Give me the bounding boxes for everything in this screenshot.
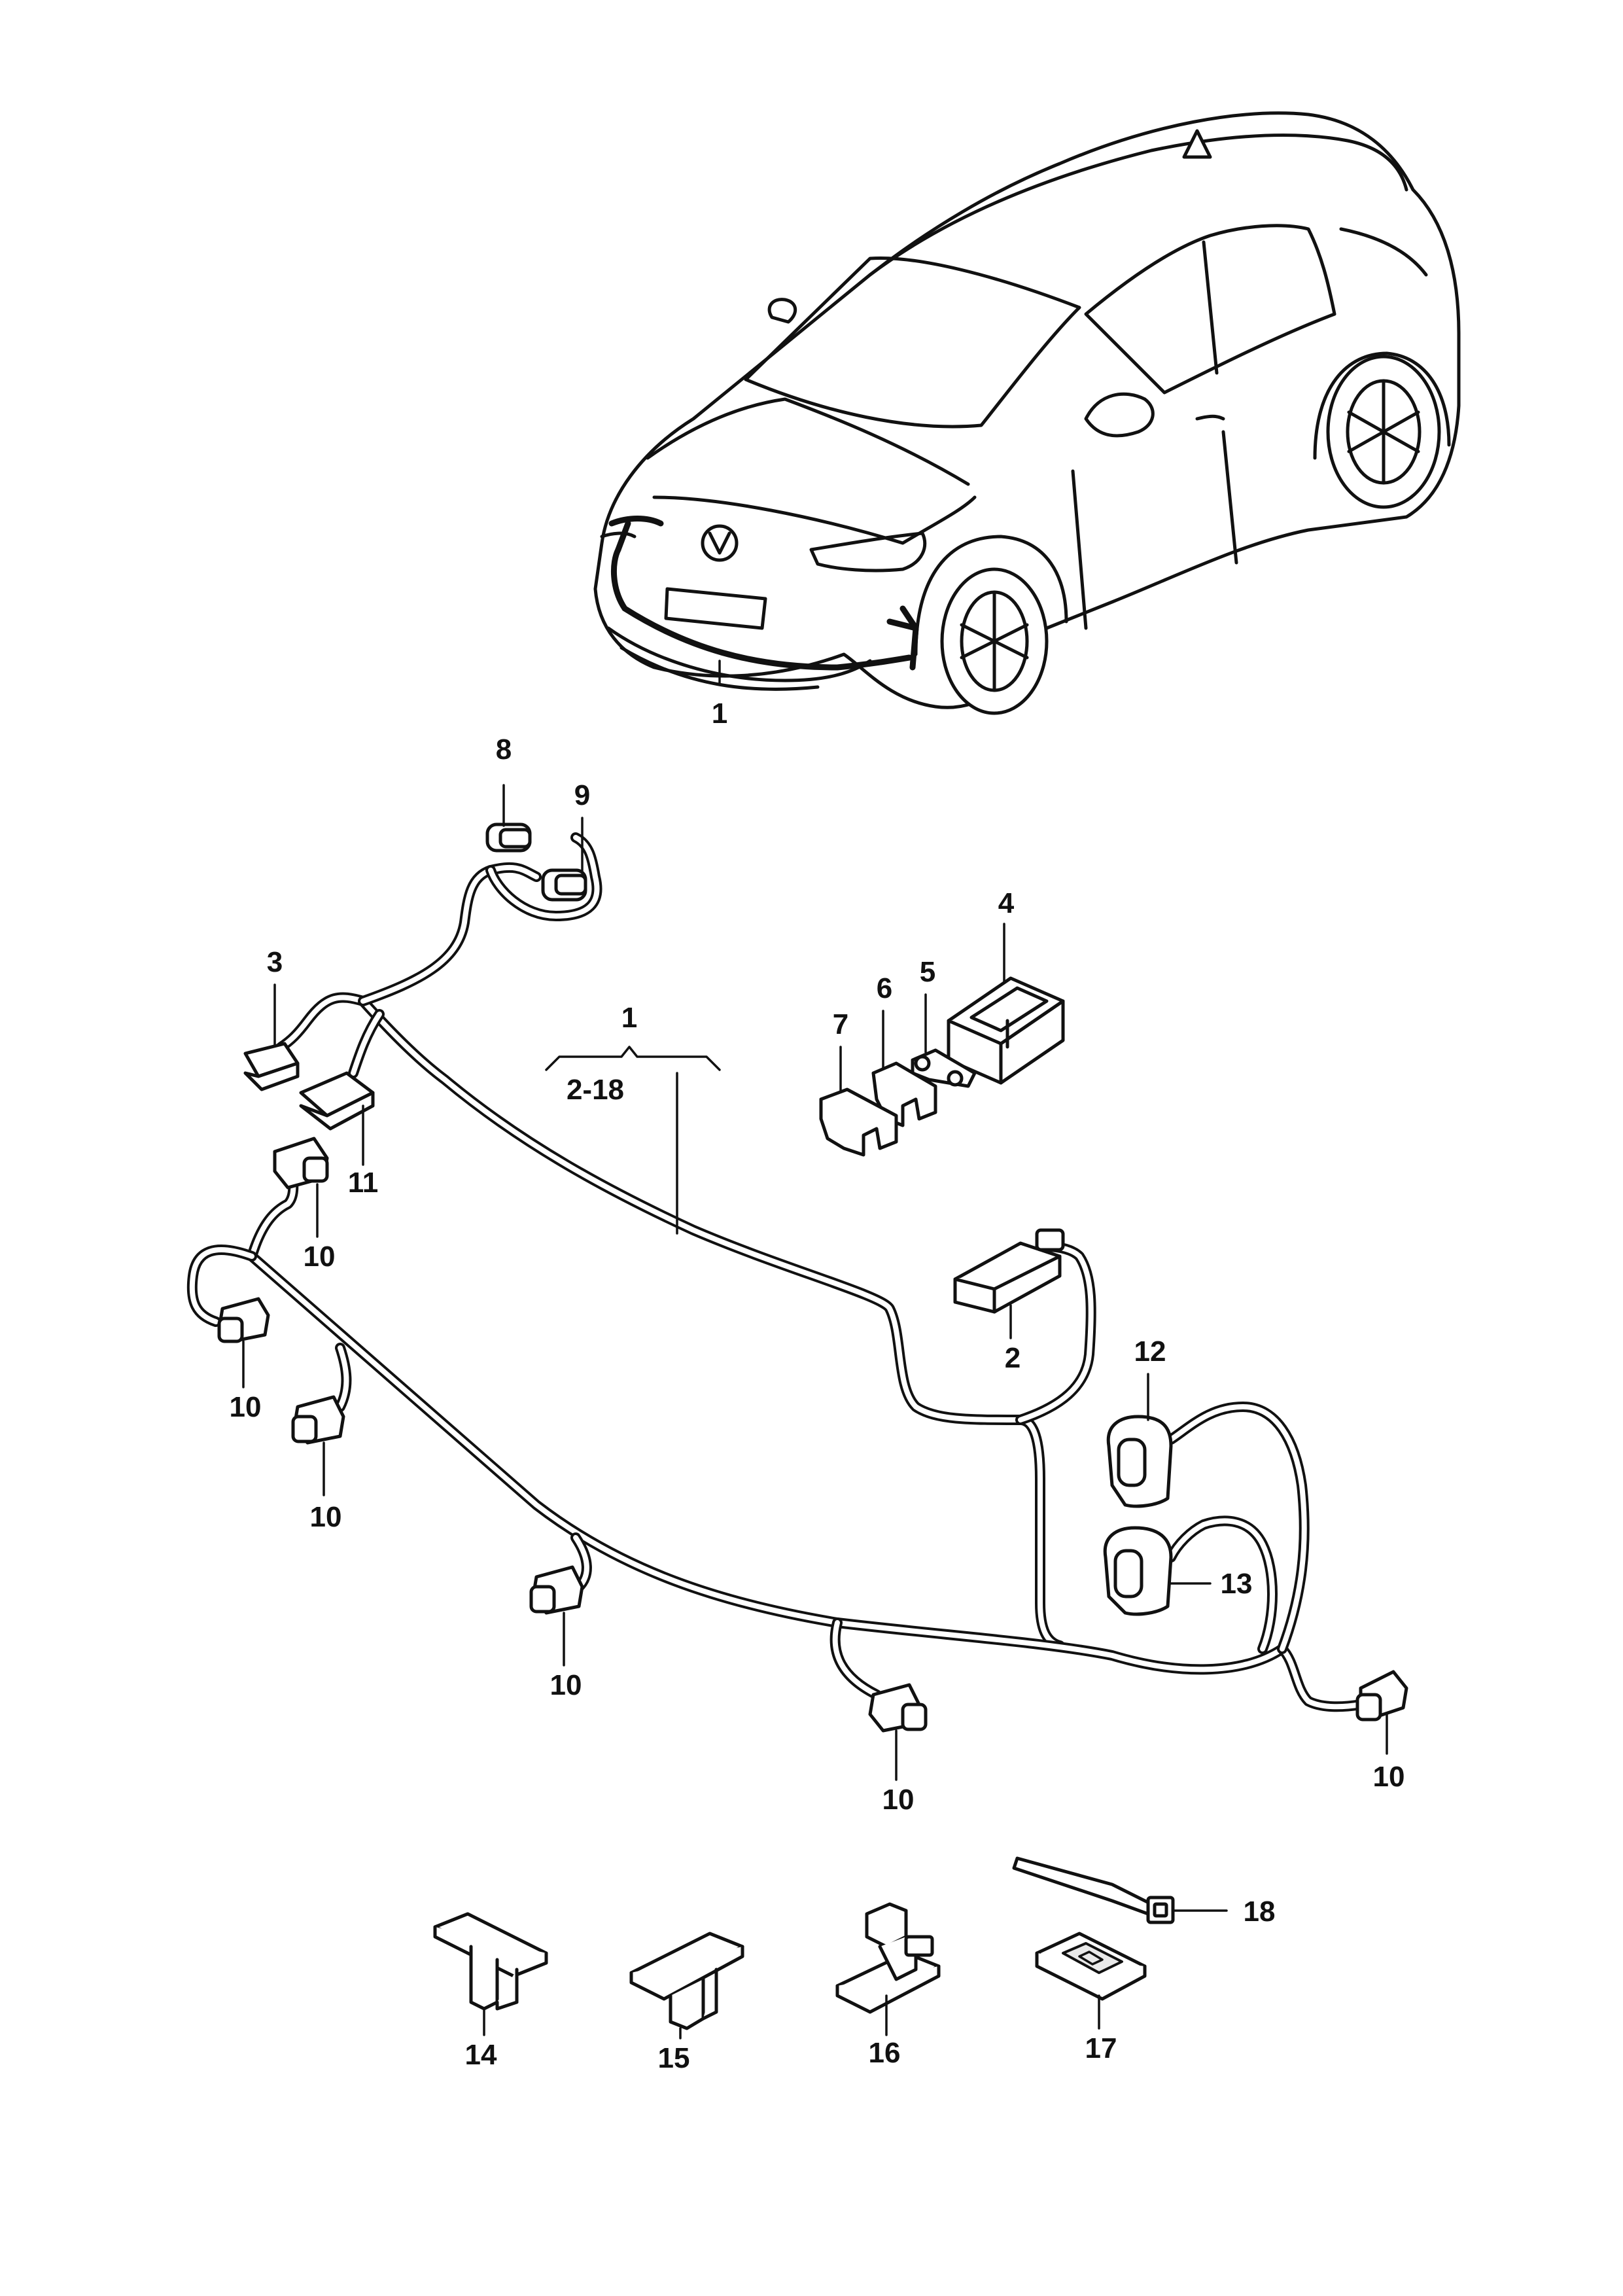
sensor-10-d bbox=[529, 1565, 584, 1615]
sensor-10-a bbox=[273, 1137, 329, 1190]
connector-8 bbox=[485, 822, 532, 853]
clip-16 bbox=[835, 1902, 941, 2014]
holder-15 bbox=[629, 1932, 744, 2030]
sensor-10-b bbox=[217, 1297, 270, 1343]
connector-13 bbox=[1103, 1526, 1173, 1616]
callout-10-f: 10 bbox=[1373, 1761, 1405, 1793]
cable-tie-18 bbox=[1012, 1856, 1175, 1924]
retainer-7 bbox=[819, 1087, 898, 1157]
holder-14 bbox=[433, 1912, 548, 2011]
callout-15: 15 bbox=[658, 2042, 690, 2074]
sensor-10-f bbox=[1355, 1670, 1408, 1722]
callout-14: 14 bbox=[465, 2039, 497, 2071]
callout-10-b: 10 bbox=[230, 1391, 262, 1423]
callout-2: 2 bbox=[1005, 1342, 1021, 1374]
callout-11: 11 bbox=[348, 1167, 379, 1199]
callout-1-vehicle: 1 bbox=[712, 698, 727, 730]
callout-5: 5 bbox=[920, 956, 935, 988]
connector-11 bbox=[299, 1071, 375, 1131]
callout-8: 8 bbox=[496, 733, 512, 766]
callout-7: 7 bbox=[833, 1008, 848, 1040]
callout-6: 6 bbox=[877, 972, 892, 1004]
wiring-harness bbox=[186, 832, 1366, 1712]
callout-10-d: 10 bbox=[550, 1669, 582, 1701]
connector-12 bbox=[1106, 1415, 1173, 1508]
callout-10-a: 10 bbox=[304, 1241, 336, 1273]
callout-16: 16 bbox=[869, 2037, 901, 2069]
callout-10-c: 10 bbox=[310, 1501, 342, 1533]
callout-12: 12 bbox=[1134, 1335, 1166, 1368]
callout-17: 17 bbox=[1085, 2032, 1117, 2064]
range-brace bbox=[545, 1046, 721, 1071]
connector-3 bbox=[243, 1042, 300, 1091]
sensor-10-e bbox=[868, 1683, 928, 1733]
callout-18: 18 bbox=[1244, 1896, 1276, 1928]
callout-1-set: 1 bbox=[621, 1002, 637, 1034]
callout-range: 2-18 bbox=[567, 1074, 624, 1106]
callout-10-e: 10 bbox=[882, 1784, 915, 1816]
callout-3: 3 bbox=[267, 946, 283, 978]
callout-13: 13 bbox=[1221, 1568, 1253, 1600]
adhesive-pad-17 bbox=[1035, 1932, 1147, 2001]
callout-4: 4 bbox=[998, 887, 1015, 919]
callout-9: 9 bbox=[574, 779, 590, 811]
vehicle-illustration bbox=[593, 111, 1461, 715]
connector-9 bbox=[541, 868, 587, 902]
control-unit-4 bbox=[947, 976, 1065, 1085]
sensor-10-c bbox=[291, 1395, 345, 1445]
connector-2 bbox=[953, 1228, 1065, 1314]
